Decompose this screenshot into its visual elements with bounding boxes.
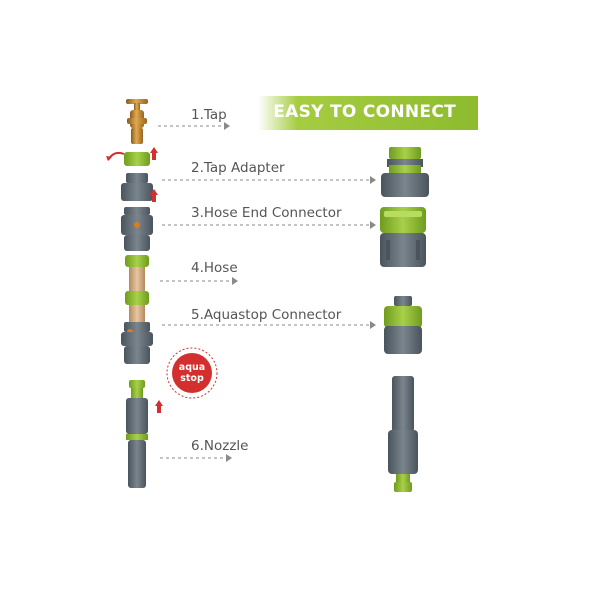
- tap-illustration: [126, 99, 148, 144]
- step-label-hose-end-connector: 3.Hose End Connector: [191, 205, 342, 221]
- nozzle-product: [388, 376, 418, 492]
- step-label-hose: 4.Hose: [191, 260, 238, 276]
- adapter-grey-illustration: [121, 173, 158, 202]
- badge-line-2: stop: [180, 373, 204, 384]
- aquastop-connector-illustration: [121, 322, 153, 364]
- tap-adapter-illustration: [106, 147, 158, 166]
- badge-line-1: aqua: [178, 362, 206, 373]
- aquastop-connector-product: [384, 296, 422, 354]
- step-label-tap-adapter: 2.Tap Adapter: [191, 160, 285, 176]
- aquastop-badge-graphic: [166, 347, 218, 399]
- nozzle-illustration: [126, 380, 163, 488]
- leader-lines: [158, 125, 370, 459]
- step-label-aquastop-connector: 5.Aquastop Connector: [191, 307, 342, 323]
- step-label-tap: 1.Tap: [191, 107, 227, 123]
- leader-arrowheads: [224, 122, 376, 462]
- easy-to-connect-banner: EASY TO CONNECT: [258, 96, 478, 130]
- hose-end-connector-product: [380, 207, 426, 267]
- banner-title: EASY TO CONNECT: [273, 102, 456, 122]
- tap-adapter-product: [381, 147, 429, 197]
- step-label-nozzle: 6.Nozzle: [191, 438, 249, 454]
- hose-end-connector-illustration: [121, 207, 153, 251]
- aquastop-badge: aqua stop: [166, 347, 218, 399]
- hose-illustration: [125, 255, 149, 323]
